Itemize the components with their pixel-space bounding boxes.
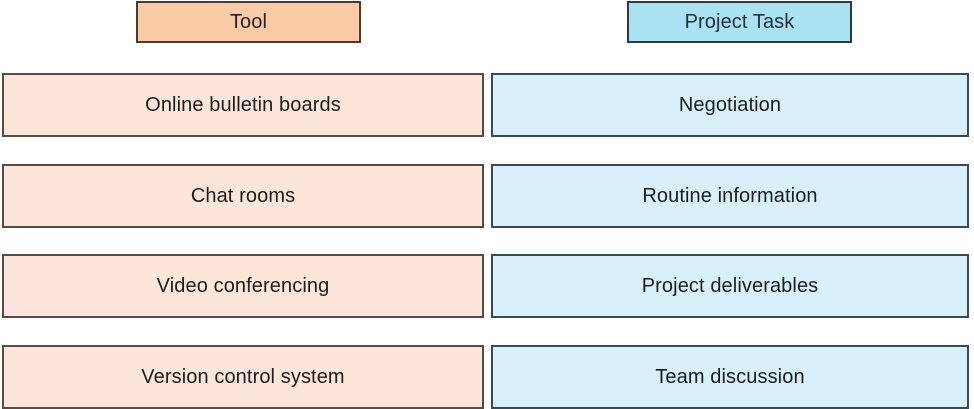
task-item-4-label: Team discussion xyxy=(655,366,805,388)
column-header-tool: Tool xyxy=(136,1,361,43)
tool-item-1[interactable]: Online bulletin boards xyxy=(2,73,484,137)
task-item-1[interactable]: Negotiation xyxy=(491,73,969,137)
column-header-project-task: Project Task xyxy=(627,1,852,43)
task-item-3[interactable]: Project deliverables xyxy=(491,254,969,318)
tool-item-4-label: Version control system xyxy=(141,366,345,388)
tool-item-3-label: Video conferencing xyxy=(156,275,330,297)
task-item-4[interactable]: Team discussion xyxy=(491,345,969,409)
tool-item-1-label: Online bulletin boards xyxy=(145,94,341,116)
task-item-1-label: Negotiation xyxy=(678,94,782,116)
task-item-3-label: Project deliverables xyxy=(641,275,819,297)
column-header-project-task-label: Project Task xyxy=(684,11,795,33)
tool-item-4[interactable]: Version control system xyxy=(2,345,484,409)
task-item-2-label: Routine information xyxy=(642,185,818,207)
tool-item-2-label: Chat rooms xyxy=(190,185,296,207)
tool-item-2[interactable]: Chat rooms xyxy=(2,164,484,228)
tool-item-3[interactable]: Video conferencing xyxy=(2,254,484,318)
task-item-2[interactable]: Routine information xyxy=(491,164,969,228)
column-header-tool-label: Tool xyxy=(229,11,268,33)
